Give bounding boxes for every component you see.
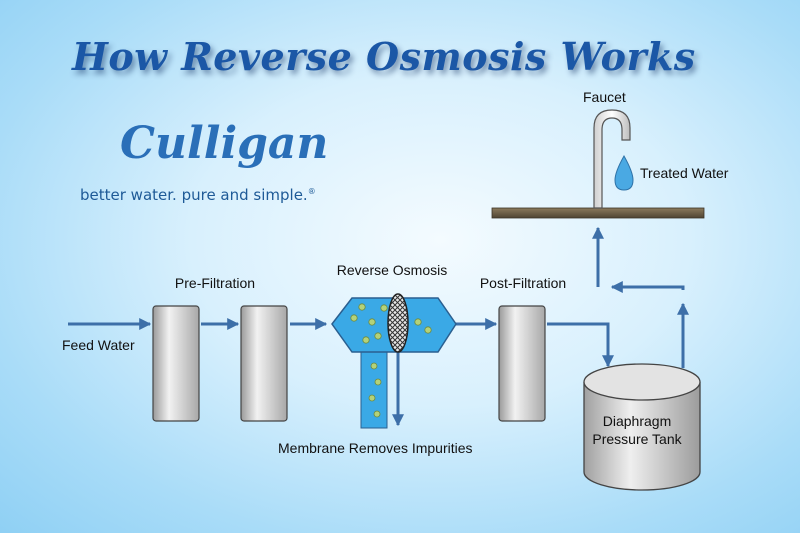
label-reverse-osmosis: Reverse Osmosis bbox=[336, 262, 448, 278]
tagline-text: better water. pure and simple. bbox=[80, 186, 308, 204]
post-filter bbox=[498, 305, 546, 422]
brand-logo: Culligan bbox=[120, 118, 329, 169]
arrow-to-tank bbox=[547, 322, 614, 368]
label-pressure-tank: Diaphragm Pressure Tank bbox=[592, 412, 681, 448]
arrow-to-faucet-line bbox=[610, 281, 685, 293]
label-feed-water: Feed Water bbox=[62, 337, 135, 353]
water-drop-icon bbox=[614, 154, 634, 191]
tank-label-line1: Diaphragm bbox=[602, 413, 672, 429]
faucet-icon bbox=[593, 109, 631, 209]
tank-label-line2: Pressure Tank bbox=[592, 431, 682, 447]
ro-membrane-housing bbox=[331, 293, 457, 429]
label-post-filtration: Post-Filtration bbox=[479, 275, 567, 291]
impurity-particles bbox=[350, 303, 432, 418]
pre-filter-2 bbox=[240, 305, 288, 422]
countertop bbox=[491, 207, 705, 219]
membrane-mesh bbox=[387, 293, 409, 353]
page-title: How Reverse Osmosis Works bbox=[72, 34, 696, 79]
registered-mark: ® bbox=[307, 187, 316, 196]
label-treated-water: Treated Water bbox=[640, 165, 729, 181]
flow-arrows bbox=[68, 226, 689, 427]
label-pre-filtration: Pre-Filtration bbox=[174, 275, 256, 291]
pre-filter-1 bbox=[152, 305, 200, 422]
label-membrane: Membrane Removes Impurities bbox=[278, 440, 473, 456]
pressure-tank bbox=[583, 363, 701, 491]
label-faucet: Faucet bbox=[583, 89, 626, 105]
brand-tagline: better water. pure and simple.® bbox=[80, 186, 316, 204]
